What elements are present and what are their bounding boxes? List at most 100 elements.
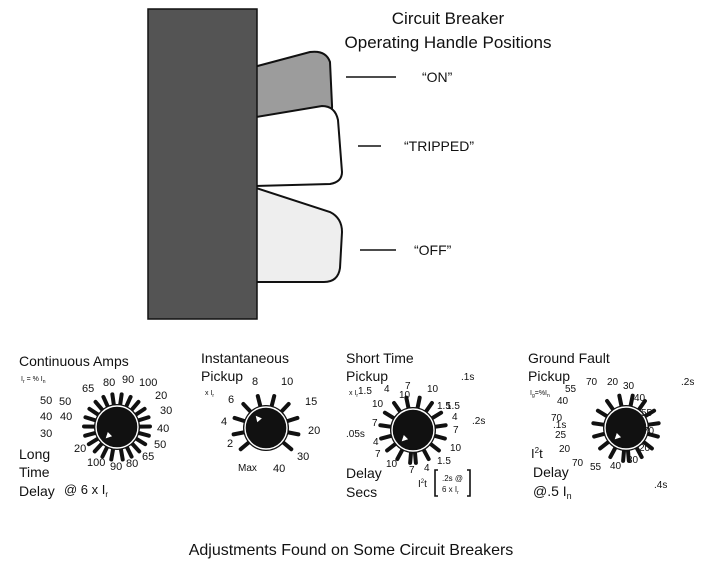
knob-white-ring xyxy=(95,405,139,449)
dial-tick xyxy=(284,415,300,424)
dial-tick xyxy=(87,406,101,417)
dial3-label-delay: Delay xyxy=(346,465,382,481)
dial2-title-line1: Instantaneous xyxy=(201,350,289,366)
dial4-val: 55 xyxy=(565,384,577,395)
dial-instantaneous-pickup: Instantaneous Pickup x Ir 8 10 6 15 4 20… xyxy=(201,350,320,475)
dial-tick xyxy=(129,441,142,454)
dial1-title: Continuous Amps xyxy=(19,353,129,369)
dial3-val: 10 xyxy=(372,399,384,410)
dial-tick xyxy=(404,395,411,411)
knob-pointer-icon xyxy=(105,431,113,439)
dial-tick xyxy=(642,408,657,419)
dial3-knob[interactable] xyxy=(378,395,448,465)
dial1-val: 20 xyxy=(155,390,167,402)
knob-white-ring xyxy=(604,406,648,450)
dial4-delay-val: .2s xyxy=(681,377,694,388)
dial3-label-secs: Secs xyxy=(346,484,377,500)
dial-tick xyxy=(636,398,647,412)
dial-short-time-pickup: Short Time Pickup x Ir 1.5 4 7 10 1.5 10… xyxy=(346,350,485,500)
dial-tick xyxy=(428,441,441,453)
dial1-val: 80 xyxy=(126,458,138,470)
dial1-val: 40 xyxy=(60,411,72,423)
on-label: “ON” xyxy=(422,69,453,85)
dial3-val: 7 xyxy=(405,381,411,392)
dial-tick xyxy=(625,447,631,463)
dial1-val: 90 xyxy=(110,461,122,473)
dial4-val: 20 xyxy=(559,444,571,455)
dial-tick xyxy=(118,446,125,462)
dial1-val: 40 xyxy=(157,423,169,435)
dial-tick xyxy=(378,423,394,429)
dial-tick xyxy=(385,441,398,453)
dial-tick xyxy=(395,447,405,462)
dial-tick xyxy=(231,430,247,437)
dial-tick xyxy=(285,430,301,437)
dial-tick xyxy=(133,436,148,447)
dial-tick xyxy=(628,393,635,409)
dial3-inner: 4 xyxy=(424,463,430,474)
dial1-knob[interactable] xyxy=(82,392,152,462)
dial2-subtitle: x Ir xyxy=(205,390,214,399)
dial1-subtitle: Ir = % In xyxy=(21,376,46,385)
dial-tick xyxy=(241,401,253,414)
knob-face xyxy=(247,409,285,447)
dial1-val: 65 xyxy=(82,383,94,395)
dial3-val: 4 xyxy=(452,412,458,423)
dial-tick xyxy=(592,431,607,439)
dial4-knob[interactable] xyxy=(591,393,661,463)
dial-tick xyxy=(255,394,263,409)
knob-face xyxy=(394,411,432,449)
handle-off xyxy=(249,184,344,283)
dial1-val: 30 xyxy=(160,405,172,417)
dial-tick xyxy=(83,415,98,423)
dial-tick xyxy=(382,410,397,421)
dial1-val: 100 xyxy=(139,377,157,389)
dial3-title-line2: Pickup xyxy=(346,368,388,384)
dial3-bracket-right xyxy=(467,469,471,497)
breaker-handle-group: Circuit Breaker Operating Handle Positio… xyxy=(147,8,551,320)
dial-tick xyxy=(101,394,110,409)
dial4-val: 70 xyxy=(572,458,584,469)
dial3-i2t: I2t xyxy=(418,479,427,490)
dial3-val: 10 xyxy=(427,384,439,395)
dial4-subtitle: Ig=%In xyxy=(530,390,550,399)
dial3-inner: 10 xyxy=(386,459,398,470)
dial1-val: 30 xyxy=(40,428,52,440)
dial3-bracket-line2: 6 x Ir xyxy=(442,485,459,496)
dial2-val: 4 xyxy=(221,416,227,428)
dial4-val: 25 xyxy=(555,430,567,441)
dial1-val: 20 xyxy=(74,443,86,455)
dial1-val: 50 xyxy=(40,395,52,407)
dial4-val: 30 xyxy=(623,381,635,392)
dial4-val: 70 xyxy=(643,426,655,437)
dial4-title-line1: Ground Fault xyxy=(528,350,610,366)
dial4-val: 70 xyxy=(586,377,598,388)
dial2-knob[interactable] xyxy=(231,394,301,452)
dial2-val: 6 xyxy=(228,394,234,406)
dial3-val: 1.5 xyxy=(446,401,460,412)
dial-tick xyxy=(634,445,644,460)
dial-tick xyxy=(133,406,147,417)
dial-tick xyxy=(92,441,105,454)
knob-face xyxy=(98,408,136,446)
dial3-bracket-left xyxy=(434,469,438,497)
dial-continuous-amps: Continuous Amps Ir = % In 65 80 90 100 5… xyxy=(19,353,172,499)
dial4-val: 55 xyxy=(641,408,653,419)
dial-tick xyxy=(118,392,124,408)
dial-tick xyxy=(595,408,610,419)
dial4-label-delay: Delay xyxy=(533,464,569,480)
dial-tick xyxy=(645,421,661,427)
dial3-delay-val: .1s xyxy=(461,372,474,383)
dial2-title-line2: Pickup xyxy=(201,368,243,384)
dial-tick xyxy=(280,440,294,452)
dial-tick xyxy=(412,449,418,465)
dial-tick xyxy=(415,395,422,411)
dial1-val: 50 xyxy=(59,396,71,408)
dial3-val: 1.5 xyxy=(437,401,451,412)
dial2-val: 40 xyxy=(273,463,285,475)
dial4-delay-val: .4s xyxy=(654,480,667,491)
dial3-bracket-line1: .2s @ xyxy=(442,474,463,483)
dial3-inner: 7 xyxy=(409,465,415,476)
dial3-inner: 7 xyxy=(375,449,381,460)
dial-tick xyxy=(421,447,431,462)
